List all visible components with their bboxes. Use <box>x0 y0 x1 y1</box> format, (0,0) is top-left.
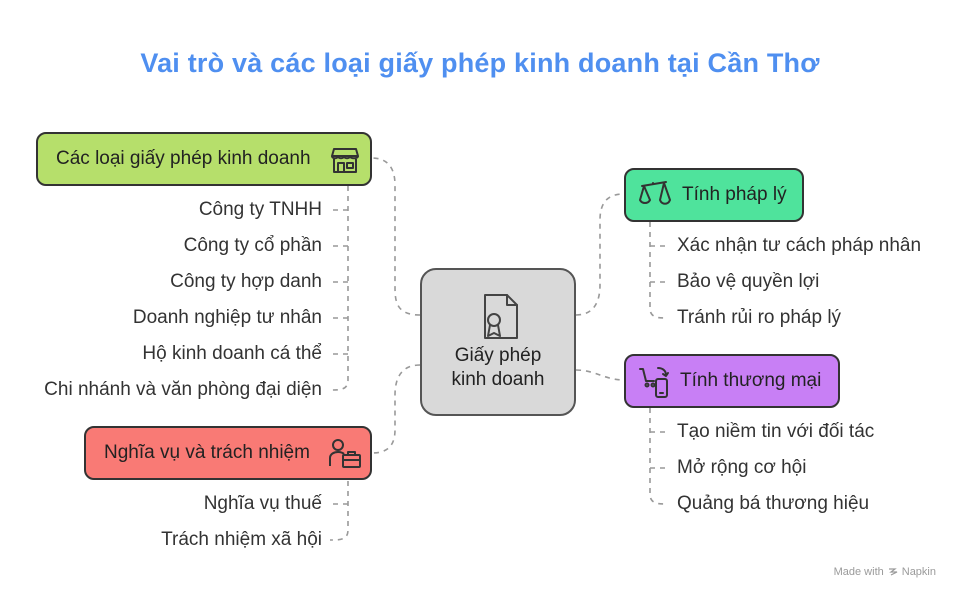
center-label-line2: kinh doanh <box>451 369 545 390</box>
center-node[interactable]: Giấy phép kinh doanh <box>420 268 576 416</box>
certificate-document-icon <box>484 294 518 339</box>
types-item-1: Công ty TNHH <box>198 199 322 220</box>
duties-item-1: Nghĩa vụ thuế <box>203 493 322 514</box>
connector-legal-leaves <box>649 222 669 319</box>
duties-item-2: Trách nhiệm xã hội <box>161 529 322 550</box>
connector-center-duties <box>371 364 421 454</box>
connector-center-legal <box>575 193 625 316</box>
types-item-5: Hộ kinh doanh cá thể <box>142 343 322 364</box>
branch-commercial-label: Tính thương mại <box>680 370 822 391</box>
legal-item-1: Xác nhận tư cách pháp nhân <box>677 235 922 256</box>
branch-types-label: Các loại giấy phép kinh doanh <box>56 148 311 169</box>
branch-types-node[interactable]: Các loại giấy phép kinh doanh <box>36 132 372 186</box>
balance-scale-icon <box>639 181 671 205</box>
made-with-napkin-badge[interactable]: Made with Napkin <box>834 566 936 578</box>
commercial-item-1: Tạo niềm tin với đối tác <box>677 421 875 442</box>
legal-item-3: Tránh rủi ro pháp lý <box>677 307 842 328</box>
connector-center-commercial <box>575 369 625 381</box>
branch-legal-node[interactable]: Tính pháp lý <box>624 168 804 222</box>
commercial-item-2: Mở rộng cơ hội <box>677 457 807 478</box>
branch-duties-node[interactable]: Nghĩa vụ và trách nhiệm <box>84 426 372 480</box>
napkin-logo-icon <box>888 568 898 576</box>
made-with-label: Made with <box>833 566 884 578</box>
branch-legal-label: Tính pháp lý <box>682 184 787 205</box>
businessman-briefcase-icon <box>329 439 361 468</box>
connector-commercial-leaves <box>649 408 669 505</box>
diagram-title: Vai trò và các loại giấy phép kinh doanh… <box>140 48 820 78</box>
center-label-line1: Giấy phép <box>454 345 542 366</box>
storefront-icon <box>331 148 359 173</box>
commercial-item-3: Quảng bá thương hiệu <box>677 493 870 514</box>
types-item-2: Công ty cổ phần <box>183 235 322 256</box>
types-item-6: Chi nhánh và văn phòng đại diện <box>44 379 322 400</box>
connector-center-types <box>371 157 421 316</box>
connector-duties-leaves <box>329 481 349 541</box>
types-item-3: Công ty hợp danh <box>170 271 322 292</box>
branch-duties-label: Nghĩa vụ và trách nhiệm <box>104 442 310 463</box>
mobile-shopping-icon <box>639 367 669 398</box>
legal-item-2: Bảo vệ quyền lợi <box>677 271 820 292</box>
types-item-4: Doanh nghiệp tư nhân <box>132 307 322 328</box>
branch-commercial-node[interactable]: Tính thương mại <box>624 354 840 408</box>
connector-types-leaves <box>329 186 349 391</box>
napkin-brand: Napkin <box>901 566 936 578</box>
